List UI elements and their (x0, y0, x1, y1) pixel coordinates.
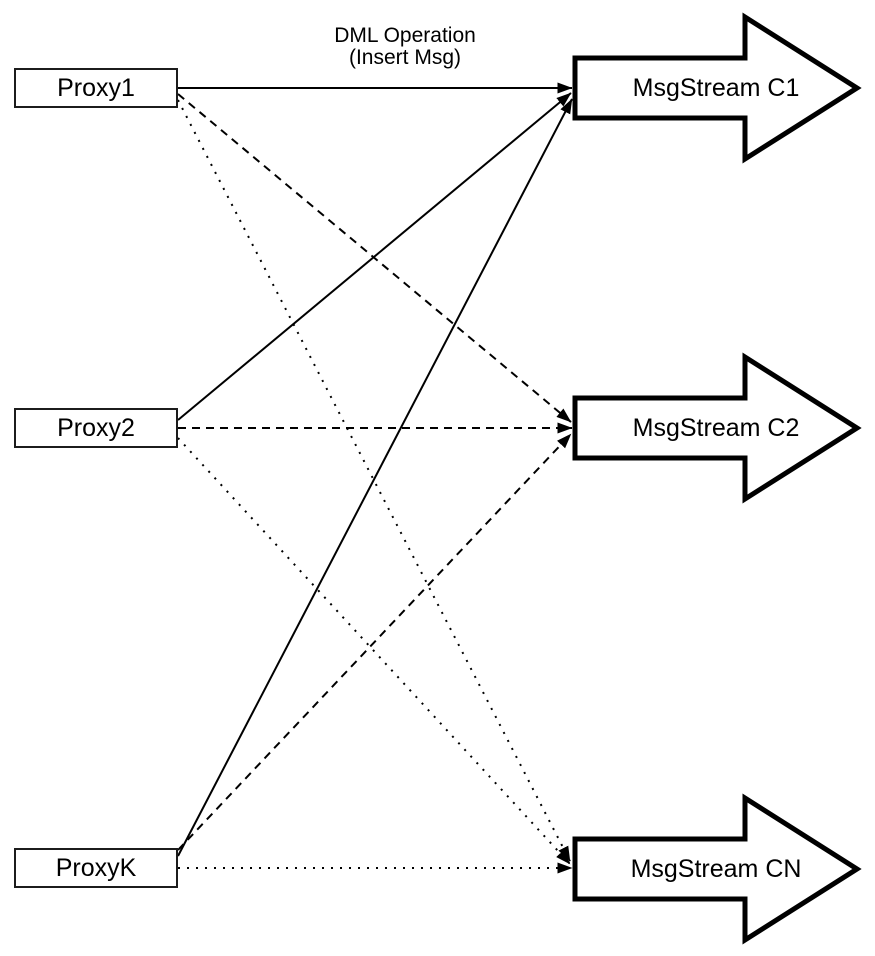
msgstream-cn-arrow-shape (572, 793, 862, 945)
connection-proxy2-to-cn (177, 437, 571, 865)
proxy1-label: Proxy1 (57, 73, 135, 102)
connection-proxy1-to-c2 (177, 93, 572, 423)
diagram-title: DML Operation (Insert Msg) (245, 25, 565, 69)
connection-proxyk-to-c1 (177, 98, 573, 857)
proxy2-label: Proxy2 (57, 413, 135, 442)
msgstream-c1-label: MsgStream C1 (632, 74, 800, 102)
msgstream-c2-label: MsgStream C2 (632, 414, 800, 442)
connection-proxyk-to-c2 (177, 433, 572, 851)
msgstream-c2-arrow-shape (572, 352, 862, 504)
stream-arrow-shapes (572, 12, 862, 945)
msgstream-cn-label: MsgStream CN (630, 855, 802, 883)
proxyk-node: ProxyK (14, 848, 178, 888)
connection-proxy2-to-c1 (177, 92, 572, 421)
proxy2-node: Proxy2 (14, 408, 178, 448)
proxyk-label: ProxyK (55, 853, 137, 882)
msgstream-c1-arrow-shape (572, 12, 862, 164)
proxy1-node: Proxy1 (14, 68, 178, 108)
connection-lines (177, 82, 573, 874)
diagram-title-line2: (Insert Msg) (348, 46, 461, 69)
diagram-title-line1: DML Operation (334, 24, 476, 47)
